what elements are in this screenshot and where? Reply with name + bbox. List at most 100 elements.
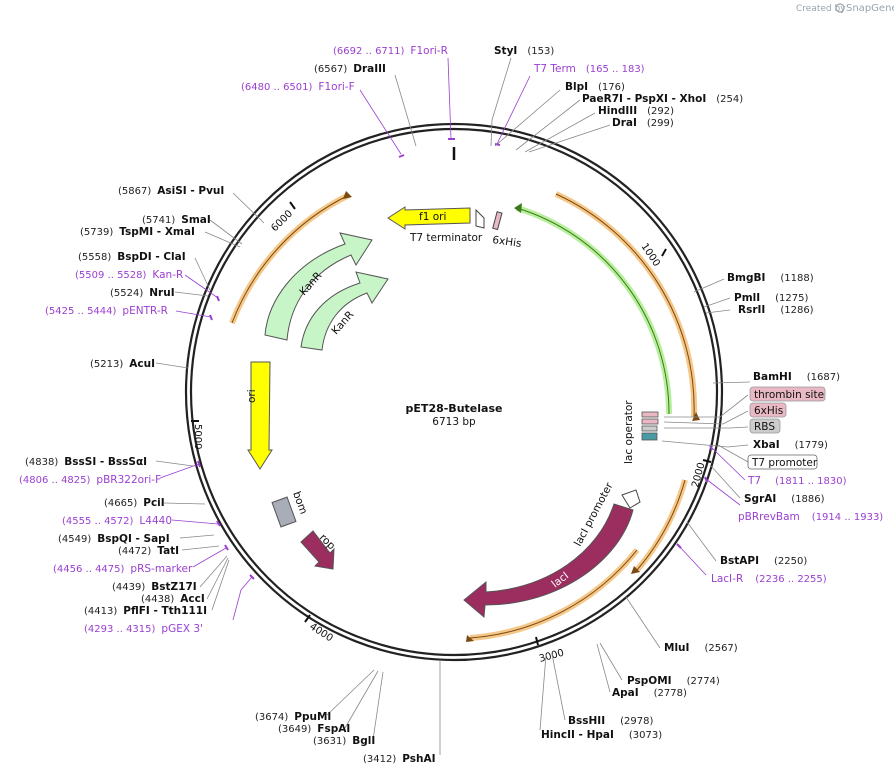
- site-mlui[interactable]: MluI(2567): [664, 642, 738, 654]
- site-bsssi[interactable]: (4838)BssSI - BssSαI: [25, 456, 147, 468]
- thrombin-box-small: [641, 411, 659, 418]
- site-sgrai[interactable]: SgrAI(1886): [744, 493, 825, 505]
- ori-arrow: [247, 361, 273, 470]
- primer-f1ori-r[interactable]: (6692 .. 6711)F1ori-R: [333, 45, 448, 57]
- site-bgli[interactable]: (3631)BglI: [313, 735, 375, 747]
- site-xhoi[interactable]: PaeR7I - PspXI - XhoI(254): [582, 93, 743, 105]
- leader-thrombin: [664, 394, 749, 418]
- tick-label-5000: 5000: [192, 424, 203, 449]
- site-hpai[interactable]: HincII - HpaI(3073): [541, 729, 662, 741]
- site-tth111i[interactable]: (4413)PflFI - Tth111I: [84, 605, 207, 617]
- site-pcii[interactable]: (4665)PciI: [104, 497, 165, 509]
- leader-pmli: [703, 297, 731, 308]
- primer-f1ori-f[interactable]: (6480 .. 6501)F1ori-F: [241, 81, 355, 93]
- primer-mark-prs-marker: [224, 544, 229, 551]
- orf-arc-lower-right: [634, 479, 688, 572]
- leader-t7-promoter: [717, 444, 749, 463]
- site-bamhi[interactable]: BamHI(1687): [753, 371, 840, 383]
- primer-pbrrevbam[interactable]: pBRrevBam(1914 .. 1933): [738, 511, 883, 523]
- thrombin-site-label[interactable]: thrombin site: [754, 389, 824, 401]
- site-styi[interactable]: StyI(153): [494, 45, 554, 57]
- f1-ori-arrow: [387, 206, 471, 230]
- site-blpi[interactable]: BlpI(176): [565, 81, 625, 93]
- feature-ori[interactable]: ori: [246, 361, 273, 470]
- leader-acui: [155, 362, 189, 369]
- t7-promoter-label[interactable]: T7 promoter: [751, 457, 818, 469]
- backbone-outer-ring: [184, 122, 724, 662]
- site-pspomi[interactable]: PspOMI(2774): [627, 675, 720, 687]
- primer-markers: [197, 138, 713, 580]
- primer-l4440[interactable]: (4555 .. 4572)L4440: [62, 515, 172, 527]
- created-by-text: Created by: [796, 4, 846, 14]
- primer-prs-marker[interactable]: (4456 .. 4475)pRS-marker: [53, 563, 193, 575]
- site-nrui[interactable]: (5524)NruI: [110, 287, 175, 299]
- site-bstz17i[interactable]: (4439)BstZ17I: [112, 581, 197, 593]
- site-xmai[interactable]: (5739)TspMI - XmaI: [80, 226, 195, 238]
- site-draiii[interactable]: (6567)DraIII: [314, 63, 386, 75]
- plasmid-name: pET28-Butelase: [406, 402, 503, 415]
- leader-pgex3: [232, 576, 253, 621]
- ori-label: ori: [246, 389, 258, 403]
- site-bmgbi[interactable]: BmgBI(1188): [727, 272, 814, 284]
- orf-arc-green-line: [516, 207, 670, 415]
- site-acci[interactable]: (4438)AccI: [141, 593, 205, 605]
- leader-f1ori-f: [359, 89, 402, 155]
- site-rsrii[interactable]: RsrII(1286): [738, 304, 814, 316]
- leader-rbs: [664, 426, 749, 429]
- tick-4000: [304, 614, 311, 623]
- t7-terminator-label: T7 terminator: [409, 232, 483, 244]
- his-tag-label: 6xHis: [492, 234, 523, 250]
- site-apai[interactable]: ApaI(2778): [612, 687, 687, 699]
- site-xbai[interactable]: XbaI(1779): [753, 439, 828, 451]
- leader-pspomi: [599, 642, 623, 681]
- site-drai[interactable]: DraI(299): [612, 117, 674, 129]
- thrombin-site-box: [749, 386, 826, 402]
- leader-bamhi: [712, 381, 751, 384]
- leader-xhoi: [515, 99, 581, 151]
- primer-pbr322ori-f[interactable]: (4806 .. 4825)pBR322ori-F: [19, 474, 161, 486]
- leader-sapi: [179, 534, 215, 539]
- orf-arrowhead-green: [514, 203, 522, 213]
- his-site-label[interactable]: 6xHis: [754, 405, 783, 417]
- feature-rop[interactable]: rop: [300, 530, 338, 570]
- leader-smai: [209, 219, 243, 245]
- site-acui[interactable]: (5213)AcuI: [90, 358, 155, 370]
- site-bsshii[interactable]: BssHII(2978): [568, 715, 653, 727]
- site-ppumi[interactable]: (3674)PpuMI: [255, 711, 331, 723]
- site-tati[interactable]: (4472)TatI: [118, 545, 179, 557]
- tick-1000: [661, 248, 667, 257]
- primer-kan-r[interactable]: (5509 .. 5528)Kan-R: [75, 269, 183, 281]
- leader-kan-r: [184, 274, 219, 299]
- feature-f1-ori[interactable]: f1 ori: [387, 206, 471, 230]
- tick-2000: [702, 459, 712, 463]
- leader-prs-marker: [192, 547, 227, 568]
- feature-bom[interactable]: bom: [271, 490, 309, 528]
- leader-mlui: [625, 596, 661, 649]
- orf-arrowhead-left: [343, 191, 352, 199]
- site-smai[interactable]: (5741)SmaI: [142, 214, 211, 226]
- primer-t7[interactable]: T7(1811 .. 1830): [747, 475, 847, 487]
- tick-label-6000: 6000: [269, 208, 295, 234]
- leader-clai: [194, 257, 211, 291]
- site-hindiii[interactable]: HindIII(292): [598, 105, 674, 117]
- feature-lacI[interactable]: lacI: [463, 503, 634, 619]
- site-fspai[interactable]: (3649)FspAI: [278, 723, 350, 735]
- site-bstapi[interactable]: BstAPI(2250): [720, 555, 807, 567]
- primer-pentr-r[interactable]: (5425 .. 5444)pENTR-R: [45, 305, 168, 317]
- site-pvui[interactable]: (5867)AsiSI - PvuI: [118, 185, 224, 197]
- primer-pgex3[interactable]: (4293 .. 4315)pGEX 3': [84, 623, 203, 635]
- site-pshai[interactable]: (3412)PshAI: [363, 753, 436, 765]
- primer-mark-pentr-r: [209, 314, 213, 321]
- site-clai[interactable]: (5558)BspDI - ClaI: [78, 251, 186, 263]
- site-sapi[interactable]: (4549)BspQI - SapI: [58, 533, 170, 545]
- rop-arrow: [300, 530, 335, 570]
- leader-lines: [155, 57, 751, 755]
- boxed-feature-labels: thrombin site 6xHis RBS T7 promoter: [747, 386, 826, 470]
- primer-laci-r[interactable]: LacI-R(2236 .. 2255): [711, 573, 827, 585]
- primer-t7-term[interactable]: T7 Term(165 .. 183): [533, 63, 645, 75]
- site-pmli[interactable]: PmlI(1275): [734, 292, 809, 304]
- leader-acci: [206, 557, 229, 600]
- rbs-label[interactable]: RBS: [754, 421, 775, 433]
- kanr-outer-arrow: [264, 232, 373, 341]
